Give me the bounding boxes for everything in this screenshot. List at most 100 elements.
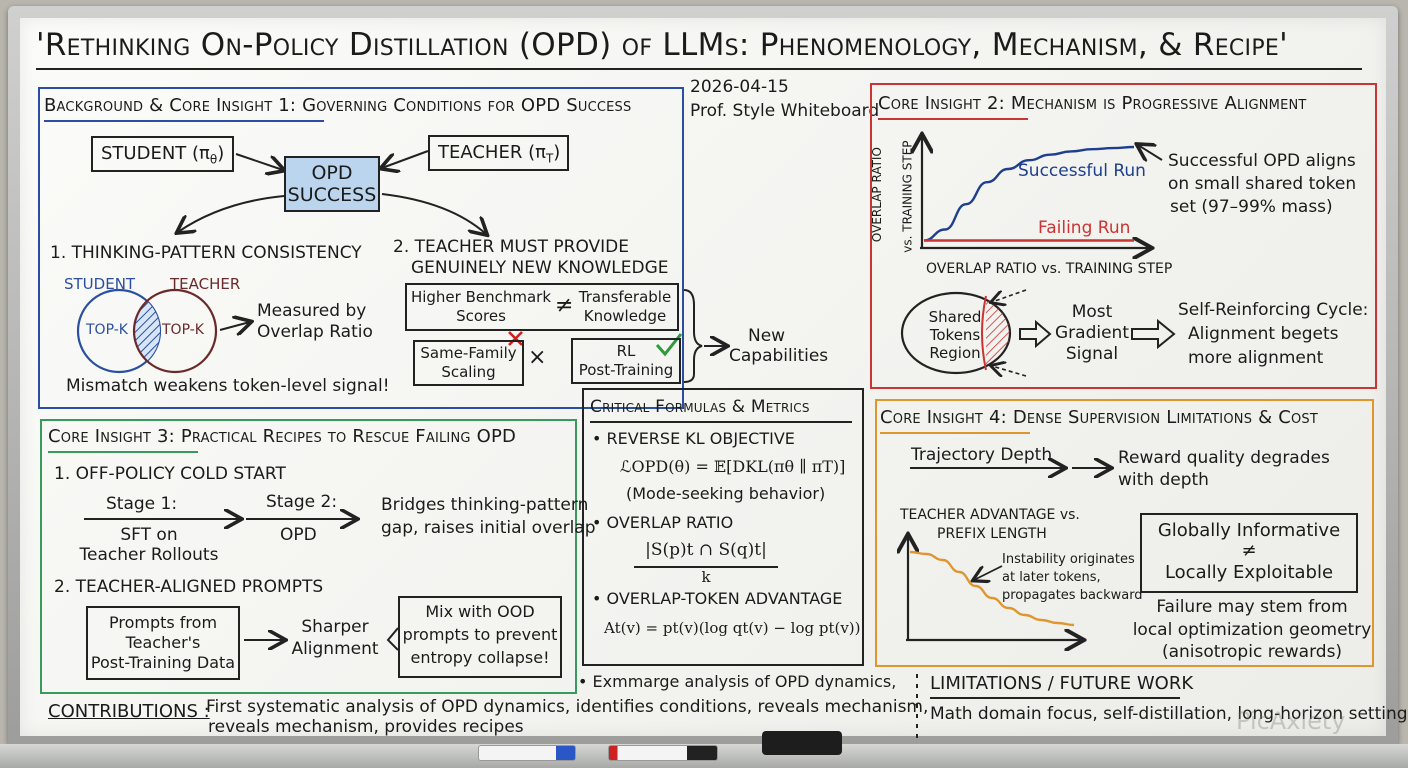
arrow-opd-item1 (178, 195, 285, 232)
formula-1: ℒOPD(θ) = 𝔼[DKL(πθ ∥ πT)] (620, 457, 846, 476)
successful-run-label: Successful Run (1018, 161, 1146, 181)
s2-note-3: set (97–99% mass) (1170, 197, 1333, 217)
arrow-instability (974, 565, 1003, 580)
limitations-underline (930, 697, 1180, 699)
fail-2: local optimization geometry (1132, 620, 1372, 640)
sharper-1: Sharper (301, 617, 369, 637)
rl-1: RL (616, 342, 636, 360)
topk-right: TOP-K (162, 322, 204, 338)
opd-line1: OPD (311, 162, 353, 184)
limitations-text: Math domain focus, self-distillation, lo… (930, 704, 1408, 724)
section-4-header: Core Insight 4: Dense Supervision Limita… (880, 407, 1319, 428)
contributions-line2: reveals mechanism, provides recipes (208, 717, 524, 737)
hollow-arrow-2 (1131, 318, 1176, 350)
stage2-label: Stage 2: (266, 492, 338, 512)
sharper-2: Alignment (291, 639, 379, 659)
mismatch-note: Mismatch weakens token-level signal! (66, 376, 390, 396)
chart-advantage-series (909, 550, 1075, 627)
arrow-venn-measured (219, 322, 250, 330)
cycle-2: Alignment begets (1188, 324, 1339, 344)
item2-line1: 2. TEACHER MUST PROVIDE (393, 237, 629, 257)
fail-1: Failure may stem from (1156, 597, 1348, 617)
bench-transfer-box: Higher Benchmark Scores ≠ Transferable K… (405, 283, 679, 331)
section-1-header: Background & Core Insight 1: Governing C… (44, 95, 632, 116)
glob-1: Globally Informative (1157, 520, 1341, 541)
byline-label: Prof. Style Whiteboard (690, 101, 880, 121)
formula-2-den: k (701, 568, 711, 586)
stage1-body-2: Teacher Rollouts (79, 545, 219, 565)
s3-item2: 2. TEACHER-ALIGNED PROMPTS (54, 577, 324, 597)
shared-2: Tokens (929, 326, 981, 344)
item1-thinking: 1. THINKING-PATTERN CONSISTENCY (50, 243, 362, 263)
bridges-2: gap, raises initial overlap (381, 518, 596, 538)
formula-bullet-1: • REVERSE KL OBJECTIVE (592, 429, 795, 448)
board-title: 'Rethinking On-Policy Distillation (OPD)… (36, 27, 1288, 63)
student-close: ) (217, 143, 225, 164)
glob-neq: ≠ (1241, 540, 1257, 561)
section-3-header: Core Insight 3: Practical Recipes to Res… (48, 426, 517, 447)
arrow-student-opd (235, 153, 283, 170)
stage1-body-1: SFT on (120, 525, 178, 545)
fail-3: (anisotropic rewards) (1161, 642, 1343, 662)
s2-note-1: Successful OPD aligns (1168, 151, 1356, 171)
samefam-1: Same-Family (420, 344, 517, 362)
transfer-2: Knowledge (583, 307, 667, 325)
adv-title-2: PREFIX LENGTH (937, 526, 1047, 542)
prompts-2: Teacher's (125, 633, 201, 652)
student-label: STUDENT (π (101, 143, 210, 164)
chart-overlap-axes (920, 136, 1150, 248)
section-4-border (875, 399, 1374, 667)
bench-2: Scores (456, 307, 506, 325)
contributions-line1: First systematic analysis of OPD dynamic… (206, 697, 929, 717)
green-check-mark (655, 333, 683, 357)
teacher-label: TEACHER (π (438, 142, 546, 163)
arrow-opd-item2 (381, 193, 486, 234)
mix-3: entropy collapse! (410, 648, 550, 667)
arrow-teacher-opd (382, 150, 429, 168)
red-x-mark (508, 331, 523, 346)
section-3-border (40, 419, 577, 694)
limitations-label: LIMITATIONS / FUTURE WORK (930, 673, 1194, 694)
blue-marker[interactable] (478, 745, 576, 761)
eraser[interactable] (762, 731, 842, 755)
teacher-close: ) (553, 142, 561, 163)
s3-item1: 1. OFF-POLICY COLD START (54, 464, 286, 484)
teacher-advantage-line (909, 550, 1075, 627)
prompts-3: Post-Training Data (90, 653, 236, 672)
trajectory-depth: Trajectory Depth (911, 445, 1053, 465)
venn-student-label: STUDENT (64, 275, 136, 293)
global-local-box: Globally Informative ≠ Locally Exploitab… (1140, 513, 1358, 593)
teacher-sub: T (545, 151, 554, 166)
opd-success-box: OPD SUCCESS (284, 156, 380, 212)
student-sub: θ (209, 152, 218, 167)
measured-by-1: Measured by (257, 301, 367, 321)
prompts-box: Prompts from Teacher's Post-Training Dat… (86, 606, 240, 680)
samefamily-box: Same-Family Scaling (413, 340, 524, 386)
formula-2-num: |S(p)t ∩ S(q)t| (645, 540, 767, 560)
s2-note-2: on small shared token (1168, 174, 1357, 194)
prompts-1: Prompts from (108, 613, 218, 632)
rl-box: RL Post-Training (571, 338, 681, 384)
bridges-1: Bridges thinking-pattern (381, 495, 589, 515)
formulas-border (582, 388, 864, 666)
instab-3: propagates backward (1002, 588, 1143, 603)
chart1-ylabel-1: OVERLAP RATIO (869, 147, 884, 243)
item2-line2: GENUINELY NEW KNOWLEDGE (411, 258, 669, 278)
mix-1: Mix with OOD (425, 602, 535, 621)
board-surface (20, 18, 1386, 736)
opd-line2: SUCCESS (287, 184, 377, 206)
reward-1: Reward quality degrades (1118, 448, 1330, 468)
venn-teacher-label: TEACHER (170, 275, 241, 293)
section-2-border (870, 83, 1377, 389)
transfer-1: Transferable (578, 288, 672, 306)
teacher-box: TEACHER (πT) (428, 135, 569, 171)
mix-bubble: Mix with OOD prompts to prevent entropy … (398, 596, 562, 678)
chart-advantage-axes (906, 536, 1082, 640)
shared-3: Region (929, 344, 981, 362)
red-marker[interactable] (608, 745, 718, 761)
chart1-xlabel: OVERLAP RATIO vs. TRAINING STEP (926, 261, 1173, 277)
instab-2: at later tokens, (1002, 570, 1101, 585)
brace (683, 289, 703, 383)
glob-2: Locally Exploitable (1164, 562, 1334, 583)
